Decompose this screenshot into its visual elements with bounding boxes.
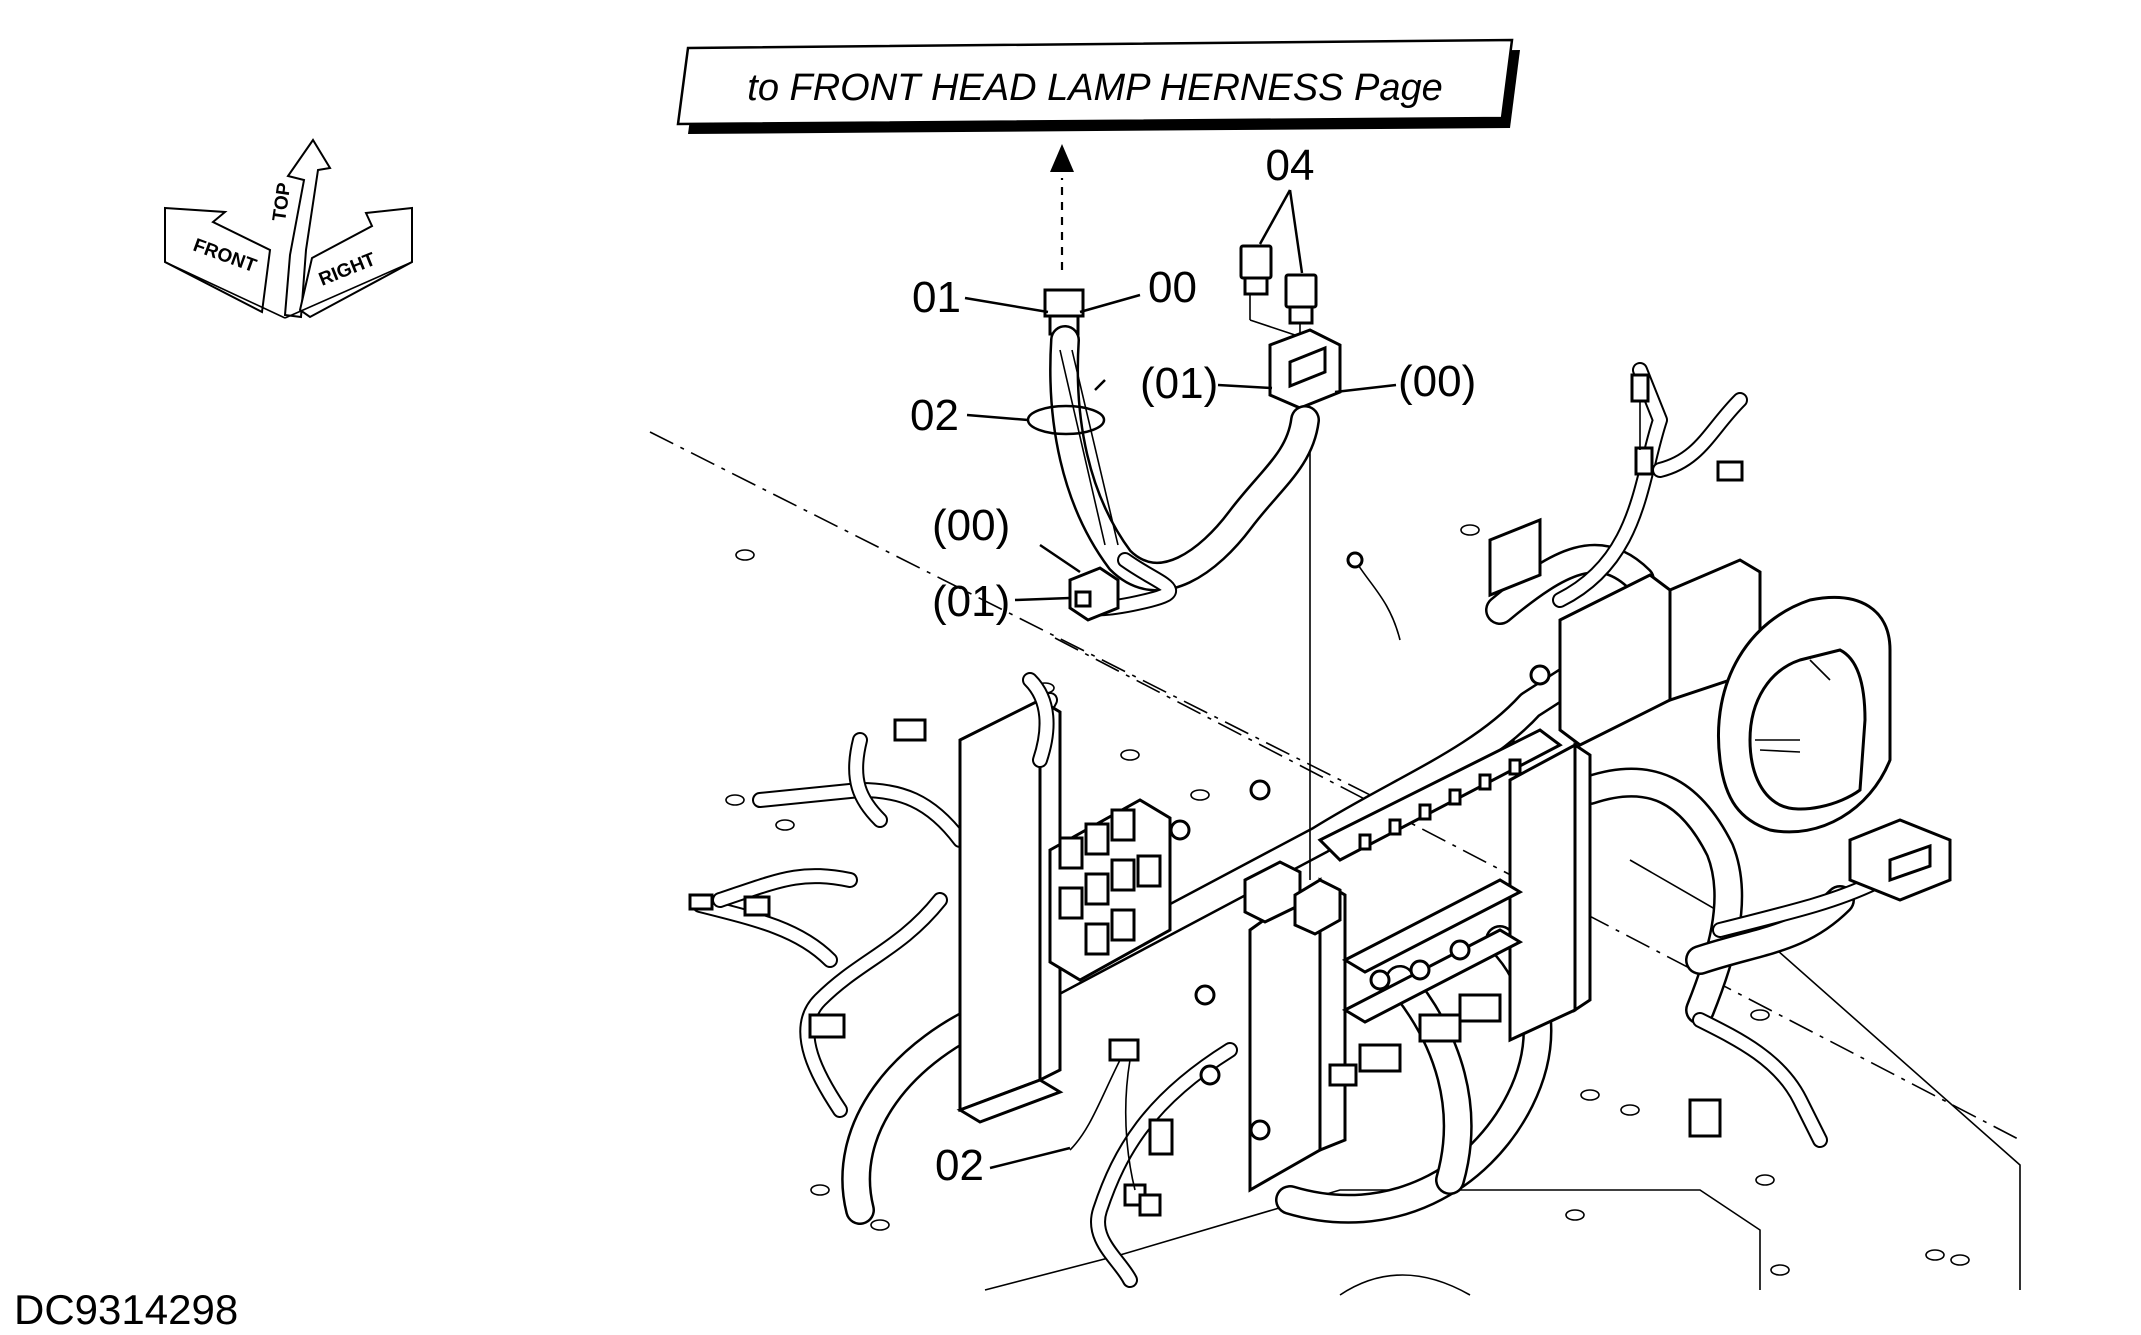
- page-link-banner[interactable]: to FRONT HEAD LAMP HERNESS Page: [676, 38, 1520, 134]
- drawing-code: DC9314298: [14, 1286, 238, 1333]
- callout-00-mid: (00): [932, 501, 1010, 550]
- left-connectors: [688, 672, 1055, 1039]
- callout-02-top: 02: [910, 391, 959, 440]
- mid-connector: [1068, 566, 1120, 622]
- top-right-stubs: [1346, 373, 1744, 641]
- orientation-compass-icon: FRONT TOP RIGHT: [164, 138, 413, 319]
- leader-lines: [964, 189, 1397, 1170]
- callout-00-relay: (00): [1398, 357, 1476, 406]
- relay-04-right: [1284, 273, 1318, 345]
- relay-holder: [1268, 328, 1342, 880]
- main-harness-assembly: [688, 362, 1952, 1288]
- callout-01-relay: (01): [1140, 359, 1218, 408]
- relay-04-left: [1239, 244, 1296, 336]
- exploded-sub-harness: [1026, 244, 1342, 880]
- orient-top-label: TOP: [269, 181, 295, 223]
- right-connector: [1848, 818, 1952, 902]
- callout-01-mid: (01): [932, 577, 1010, 626]
- callout-02-bottom: 02: [935, 1141, 984, 1190]
- bottom-connectors: [1069, 1038, 1174, 1217]
- callout-labels: 04 01 00 (01) (00) 02 (00) (01) 02: [910, 141, 1476, 1190]
- fuse-rail-clips: [1358, 758, 1522, 851]
- headlamp-unit: [1717, 595, 1892, 834]
- callout-00-top: 00: [1148, 263, 1197, 312]
- callout-01-top: 01: [912, 273, 961, 322]
- banner-label: to FRONT HEAD LAMP HERNESS Page: [747, 67, 1442, 109]
- callout-04: 04: [1266, 141, 1315, 190]
- up-arrow-icon: [1050, 144, 1074, 270]
- relay-block-relays: [1058, 808, 1162, 956]
